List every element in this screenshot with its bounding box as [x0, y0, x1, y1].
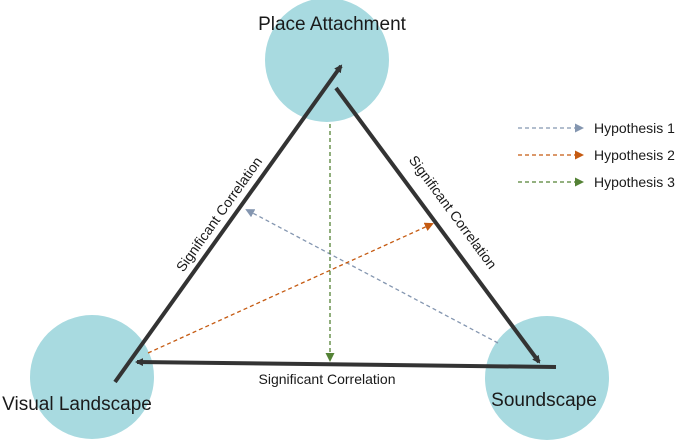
soundscape-label: Soundscape — [491, 390, 597, 411]
soundscape-node — [485, 316, 609, 440]
visual-landscape-label: Visual Landscape — [2, 394, 152, 415]
legend-label-hypothesis-2: Hypothesis 2 — [594, 147, 675, 163]
place-attachment-label: Place Attachment — [258, 14, 407, 35]
visual-landscape-node — [30, 315, 154, 439]
hypothesis-1-arrow — [245, 209, 499, 344]
hypothesis-2-arrow — [147, 222, 434, 354]
legend-label-hypothesis-1: Hypothesis 1 — [594, 120, 675, 136]
legend-label-hypothesis-3: Hypothesis 3 — [594, 174, 675, 190]
place-attachment-node — [265, 0, 389, 122]
left-correlation-edge — [113, 64, 343, 384]
bottom-correlation-edge — [135, 358, 557, 369]
left-edge-label: Significant Correlation — [173, 154, 266, 275]
bottom-edge-label: Significant Correlation — [259, 371, 396, 387]
right-correlation-edge — [334, 86, 541, 364]
right-edge-label: Significant Correlation — [406, 152, 500, 272]
legend: Hypothesis 1 Hypothesis 2 Hypothesis 3 — [518, 120, 675, 190]
